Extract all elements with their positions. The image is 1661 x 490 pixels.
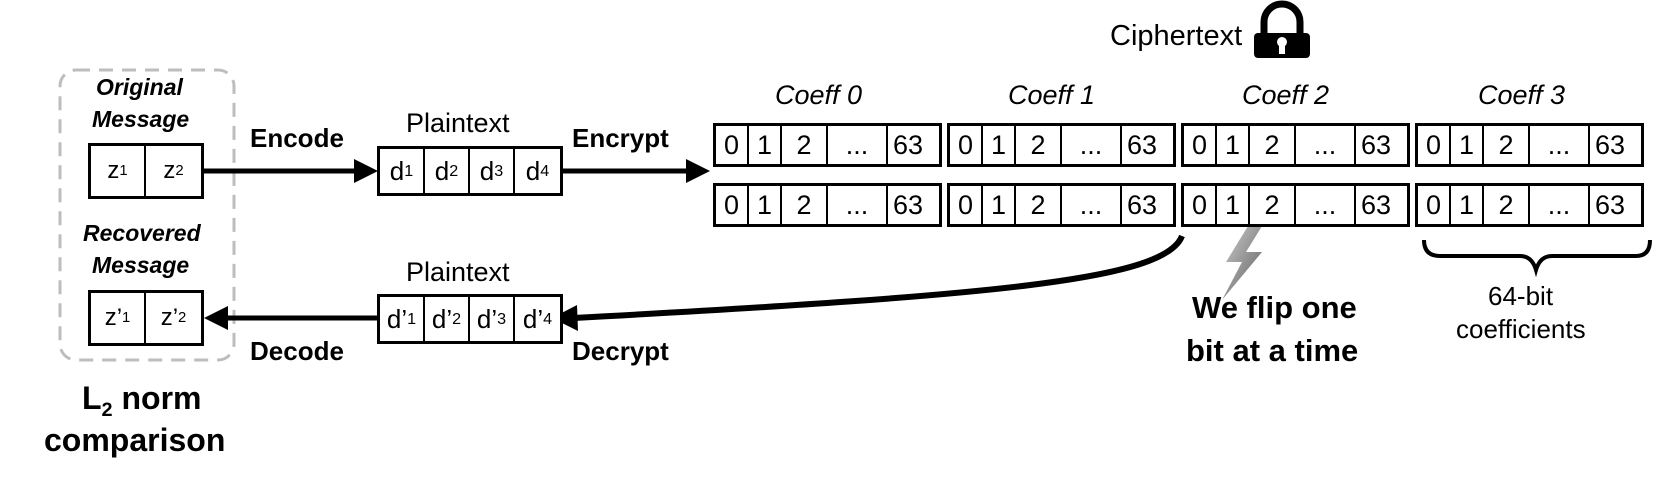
recovered-cell-1: z’1 [91, 293, 146, 343]
encrypt-label: Encrypt [572, 123, 669, 153]
coeff-note-line1: 64-bit [1488, 281, 1554, 311]
plaintext-bottom-cell-1: d’1 [380, 297, 425, 341]
bit-cell: 2 [782, 186, 828, 224]
plaintext-bottom-cells: d’1 d’2 d’3 d’4 [377, 294, 563, 344]
bit-cell: ... [828, 126, 888, 164]
bit-cell: 63 [1360, 129, 1392, 160]
bit-cell: 0 [950, 126, 983, 164]
bit-cell: 0 [716, 126, 749, 164]
bit-cell: 1 [983, 126, 1016, 164]
coeff-brace [1422, 239, 1652, 278]
coeff-3-label: Coeff 3 [1478, 80, 1566, 110]
plaintext-bottom-cell-2: d’2 [425, 297, 470, 341]
decrypt-label: Decrypt [572, 336, 669, 366]
bit-cell: 63 [1360, 189, 1392, 220]
plaintext-bottom-label: Plaintext [406, 257, 510, 287]
bit-cell: 2 [782, 126, 828, 164]
coeff-1-label: Coeff 1 [1008, 80, 1096, 110]
flipped-bit-cell: 1 [1217, 186, 1250, 224]
bit-cell: 2 [1484, 186, 1530, 224]
bit-cell: 2 [1484, 126, 1530, 164]
decode-label: Decode [250, 336, 344, 366]
bit-cell: 0 [950, 186, 983, 224]
bit-cell: ... [1530, 126, 1590, 164]
ciphertext-label: Ciphertext [1110, 20, 1243, 52]
bit-cell: 0 [1418, 186, 1451, 224]
coeff-note-line2: coefficients [1456, 314, 1586, 344]
bit-cell: ... [1062, 126, 1122, 164]
original-message-title-line2: Message [92, 106, 190, 132]
l2-comparison-label: comparison [44, 422, 226, 458]
bit-cell: ... [828, 186, 888, 224]
original-message-title-line1: Original [96, 74, 183, 100]
plaintext-bottom-cell-3: d’3 [470, 297, 515, 341]
recovered-message-cells: z’1 z’2 [88, 290, 204, 346]
bit-cell: ... [1296, 126, 1356, 164]
coeff-0-label: Coeff 0 [775, 80, 863, 110]
bit-cell: 0 [1418, 126, 1451, 164]
coeff-2-label: Coeff 2 [1242, 80, 1330, 110]
l2-group-box [58, 68, 236, 362]
bit-cell: 0 [1184, 126, 1217, 164]
encode-label: Encode [250, 123, 344, 153]
plaintext-bottom-cell-4: d’4 [522, 303, 553, 334]
bit-cell: ... [1296, 186, 1356, 224]
decrypt-arrow [573, 234, 1185, 321]
flip-text-line1: We flip one [1192, 290, 1357, 325]
lightning-icon [1222, 226, 1262, 300]
bit-cell: 2 [1250, 186, 1296, 224]
lock-icon [1254, 0, 1310, 58]
bit-cell: 1 [1451, 186, 1484, 224]
bit-cell: 63 [1594, 189, 1626, 220]
bit-cell: 63 [1126, 189, 1158, 220]
bit-cell: 2 [1250, 126, 1296, 164]
bit-cell: 0 [716, 186, 749, 224]
bit-cell: 0 [1184, 186, 1217, 224]
bit-cell: ... [1530, 186, 1590, 224]
bit-cell: 63 [1126, 129, 1158, 160]
recovered-message-title-line2: Message [92, 252, 190, 278]
l2-norm-title: L2 norm [82, 380, 202, 421]
flip-text-line2: bit at a time [1186, 333, 1359, 368]
bit-cell: 63 [1594, 129, 1626, 160]
bit-cell: ... [1062, 186, 1122, 224]
plaintext-top-label: Plaintext [406, 108, 510, 138]
bit-cell: 1 [983, 186, 1016, 224]
bit-cell: 1 [1217, 126, 1250, 164]
recovered-cell-2: z’2 [160, 304, 187, 331]
bit-cell: 2 [1016, 126, 1062, 164]
recovered-message-title-line1: Recovered [83, 220, 201, 246]
bit-cell: 63 [892, 189, 924, 220]
bit-cell: 1 [749, 126, 782, 164]
bit-cell: 1 [1451, 126, 1484, 164]
bit-cell: 63 [892, 129, 924, 160]
bit-cell: 1 [749, 186, 782, 224]
bit-cell: 2 [1016, 186, 1062, 224]
